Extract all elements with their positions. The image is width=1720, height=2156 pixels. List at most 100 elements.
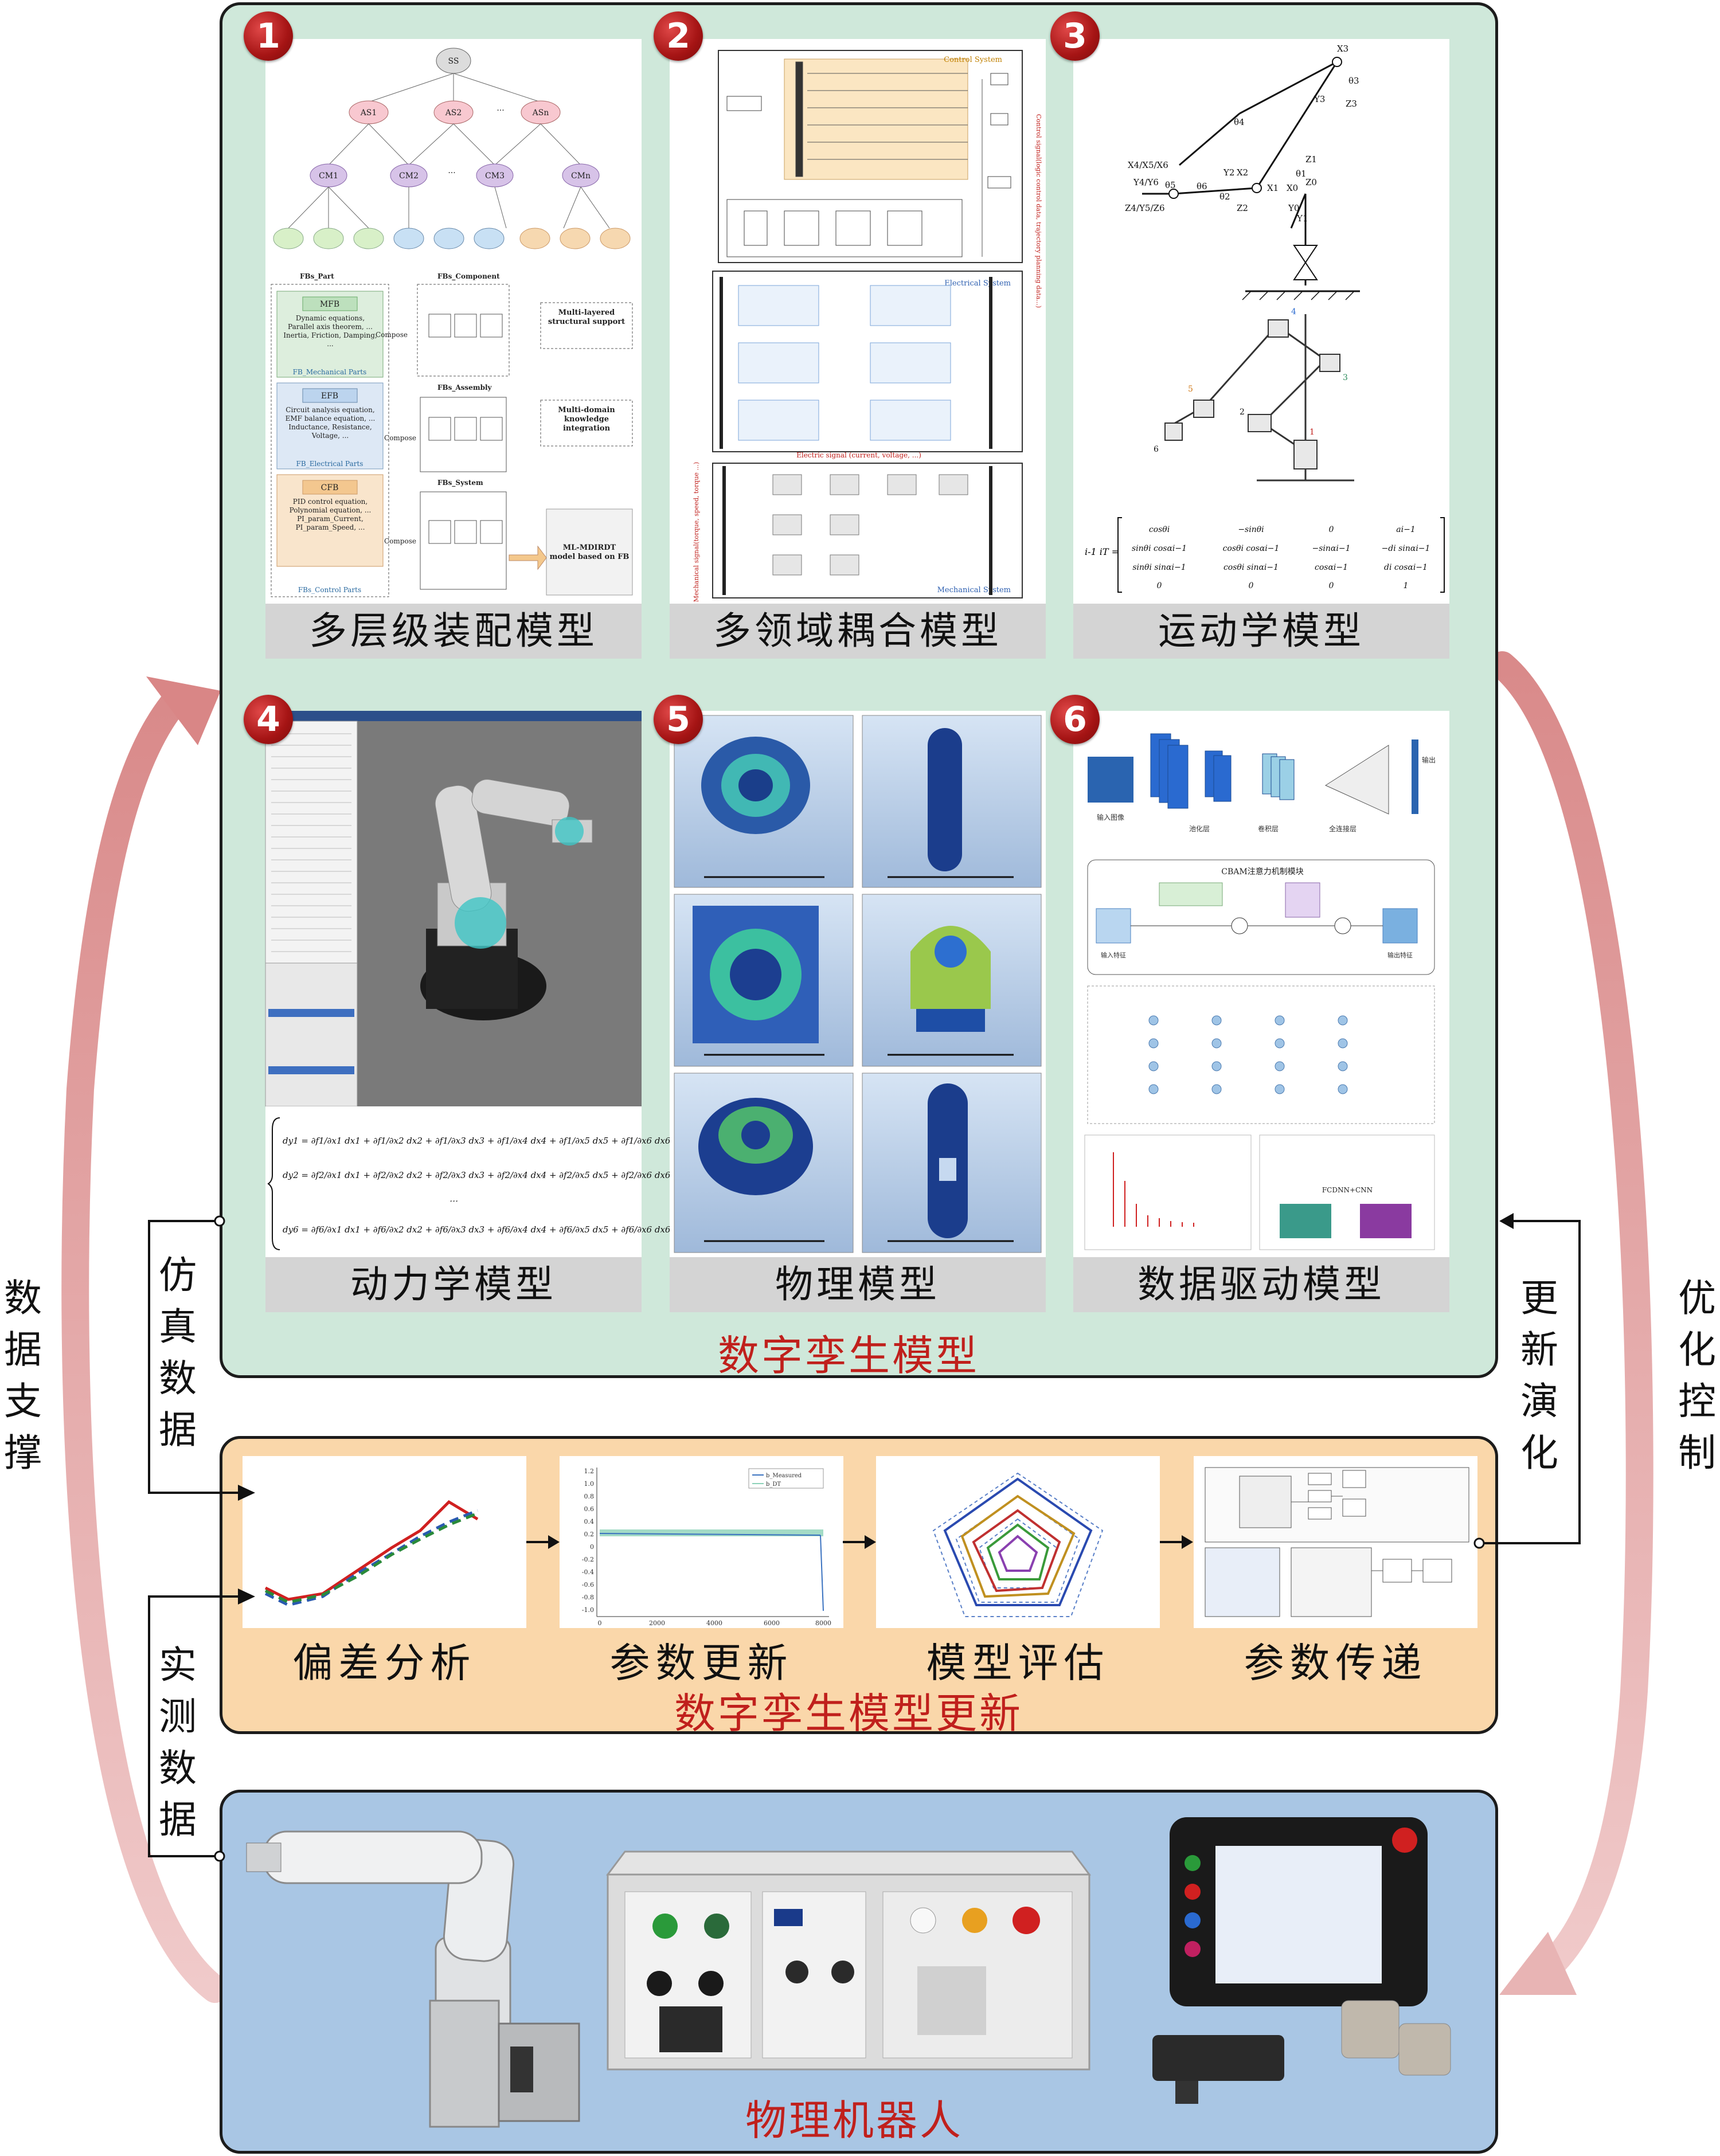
svg-text:Control signal(logic control d: Control signal(logic control data, traje… bbox=[1035, 114, 1042, 308]
svg-text:4: 4 bbox=[1291, 307, 1296, 316]
datadriven-diagram: 输入图像 池化层 卷积层 全连接层 输出 CBAM注意力机制模块 输入特征输出特… bbox=[1084, 733, 1436, 1250]
svg-text:4000: 4000 bbox=[706, 1619, 722, 1627]
assembly-tree-diagram: SS AS1 AS2 ... ASn CM1 CM2 ... CM3 CMn bbox=[271, 48, 633, 597]
badge-4: 4 bbox=[244, 695, 293, 744]
svg-text:Z4/Y5/Z6: Z4/Y5/Z6 bbox=[1125, 203, 1165, 213]
controller-cabinet-icon bbox=[606, 1850, 1091, 2071]
svg-text:0: 0 bbox=[1329, 525, 1334, 534]
svg-text:-1.0: -1.0 bbox=[582, 1606, 594, 1614]
svg-text:0.6: 0.6 bbox=[584, 1505, 595, 1513]
svg-text:Compose: Compose bbox=[384, 537, 416, 545]
svg-text:2: 2 bbox=[1240, 408, 1245, 417]
chart-parameter-transfer bbox=[1194, 1456, 1477, 1628]
svg-text:θ5: θ5 bbox=[1165, 180, 1176, 190]
label-update-evolution: 更新 演化 bbox=[1520, 1276, 1558, 1475]
svg-text:Y0: Y0 bbox=[1288, 203, 1299, 213]
svg-text:6000: 6000 bbox=[764, 1619, 780, 1627]
svg-text:X1: X1 bbox=[1267, 183, 1279, 193]
svg-text:X2: X2 bbox=[1237, 167, 1248, 178]
card-dynamics-model: dy1 = ∂f1/∂x1 dx1 + ∂f1/∂x2 dx2 + ∂f1/∂x… bbox=[265, 711, 671, 1257]
svg-text:池化层: 池化层 bbox=[1189, 825, 1210, 833]
badge-5: 5 bbox=[654, 695, 703, 744]
card-datadriven-model: 输入图像 池化层 卷积层 全连接层 输出 CBAM注意力机制模块 输入特征输出特… bbox=[1073, 711, 1449, 1257]
right-control-arrow bbox=[1488, 651, 1653, 1991]
svg-text:Z3: Z3 bbox=[1346, 99, 1357, 109]
svg-text:0: 0 bbox=[598, 1619, 602, 1627]
svg-text:Y1: Y1 bbox=[1296, 213, 1308, 224]
svg-text:FCDNN+CNN: FCDNN+CNN bbox=[1322, 1186, 1373, 1194]
svg-text:2000: 2000 bbox=[649, 1619, 665, 1627]
svg-text:0.4: 0.4 bbox=[584, 1518, 595, 1525]
multi-layer-text: Multi-layered structural support bbox=[548, 308, 626, 326]
svg-text:0: 0 bbox=[1329, 581, 1334, 590]
chart-model-evaluation bbox=[876, 1456, 1160, 1628]
svg-text:Compose: Compose bbox=[384, 434, 416, 442]
teach-pendant-icon bbox=[1170, 1817, 1428, 2006]
svg-text:dy6 = ∂f6/∂x1 dx1 + ∂f6/∂x2 dx: dy6 = ∂f6/∂x1 dx1 + ∂f6/∂x2 dx2 + ∂f6/∂x… bbox=[283, 1224, 671, 1235]
badge-1: 1 bbox=[244, 11, 293, 61]
step-model-evaluation: 模型评估 bbox=[926, 1640, 1110, 1687]
left-support-arrow bbox=[61, 691, 229, 2003]
svg-text:FB_Mechanical Parts: FB_Mechanical Parts bbox=[293, 368, 367, 376]
svg-text:1: 1 bbox=[1404, 581, 1409, 590]
deviation-plot bbox=[264, 1500, 479, 1607]
badge-2: 2 bbox=[654, 11, 703, 61]
svg-text:b_Measured: b_Measured bbox=[766, 1473, 802, 1479]
card-kinematic-model: X3 Y3 Z3 θ3 θ4 X4/X5/X6 Y4/Y6 Z4/Y5/Z6 X… bbox=[1073, 39, 1449, 604]
svg-text:CM3: CM3 bbox=[485, 171, 505, 181]
svg-text:...: ... bbox=[448, 166, 455, 175]
svg-text:卷积层: 卷积层 bbox=[1258, 824, 1279, 833]
svg-text:sinθi sinαi−1: sinθi sinαi−1 bbox=[1132, 563, 1186, 572]
svg-text:Electric signal (current, volt: Electric signal (current, voltage, ...) bbox=[796, 451, 921, 459]
label-optimize-control: 优化 控制 bbox=[1678, 1276, 1716, 1475]
svg-text:X3: X3 bbox=[1337, 44, 1348, 54]
step-parameter-update: 参数更新 bbox=[609, 1640, 793, 1687]
svg-text:-0.6: -0.6 bbox=[582, 1581, 594, 1588]
caption-assembly-model: 多层级装配模型 bbox=[265, 604, 642, 659]
caption-physical-model: 物理模型 bbox=[670, 1257, 1046, 1312]
badge-3: 3 bbox=[1050, 11, 1100, 61]
svg-text:cosθi cosαi−1: cosθi cosαi−1 bbox=[1223, 544, 1280, 553]
svg-text:-0.4: -0.4 bbox=[582, 1568, 594, 1576]
badge-6: 6 bbox=[1050, 695, 1100, 744]
svg-text:输出: 输出 bbox=[1422, 756, 1436, 764]
ml-model-text: ML-MDIRDT model based on FB bbox=[549, 543, 630, 561]
svg-text:全连接层: 全连接层 bbox=[1329, 824, 1357, 833]
caption-multidomain-model: 多领域耦合模型 bbox=[670, 604, 1046, 659]
svg-text:EFB: EFB bbox=[321, 392, 338, 401]
svg-text:输入图像: 输入图像 bbox=[1097, 813, 1124, 821]
step-deviation-analysis: 偏差分析 bbox=[292, 1640, 476, 1687]
simulink-diagram bbox=[1205, 1467, 1469, 1617]
card-assembly-model: SS AS1 AS2 ... ASn CM1 CM2 ... CM3 CMn bbox=[265, 39, 642, 604]
caption-kinematic-model: 运动学模型 bbox=[1073, 604, 1449, 659]
svg-text:i-1 iT =: i-1 iT = bbox=[1085, 546, 1119, 557]
svg-text:5: 5 bbox=[1188, 385, 1193, 394]
svg-text:di cosαi−1: di cosαi−1 bbox=[1384, 563, 1428, 572]
chart-deviation-analysis bbox=[243, 1456, 526, 1628]
svg-text:FBs_Part: FBs_Part bbox=[300, 272, 334, 281]
mfb-text: Dynamic equations, Parallel axis theorem… bbox=[283, 314, 377, 348]
svg-text:1.0: 1.0 bbox=[584, 1480, 595, 1488]
arrow-step-2-icon bbox=[843, 1535, 876, 1549]
svg-text:dy2 = ∂f2/∂x1 dx1 + ∂f2/∂x2 dx: dy2 = ∂f2/∂x1 dx1 + ∂f2/∂x2 dx2 + ∂f2/∂x… bbox=[283, 1170, 671, 1180]
svg-text:0: 0 bbox=[590, 1543, 594, 1551]
fea-results-grid bbox=[674, 715, 1042, 1253]
svg-text:⋯: ⋯ bbox=[449, 1196, 458, 1206]
svg-text:−sinαi−1: −sinαi−1 bbox=[1312, 544, 1351, 553]
svg-text:−sinθi: −sinθi bbox=[1238, 525, 1264, 534]
caption-dynamics-model: 动力学模型 bbox=[265, 1257, 642, 1312]
svg-text:3: 3 bbox=[1343, 373, 1348, 382]
twin-model-title: 数字孪生模型 bbox=[717, 1332, 979, 1380]
physical-devices bbox=[246, 1817, 1451, 2128]
svg-text:FBs_Control Parts: FBs_Control Parts bbox=[298, 586, 361, 594]
svg-text:Y2: Y2 bbox=[1223, 167, 1234, 178]
svg-text:...: ... bbox=[497, 104, 504, 113]
svg-text:CM2: CM2 bbox=[399, 171, 419, 181]
label-simulation-data: 仿真 数据 bbox=[159, 1253, 197, 1452]
svg-text:cosθi sinαi−1: cosθi sinαi−1 bbox=[1223, 563, 1279, 572]
label-data-support: 数据 支撑 bbox=[4, 1276, 42, 1475]
svg-text:SS: SS bbox=[448, 57, 459, 66]
